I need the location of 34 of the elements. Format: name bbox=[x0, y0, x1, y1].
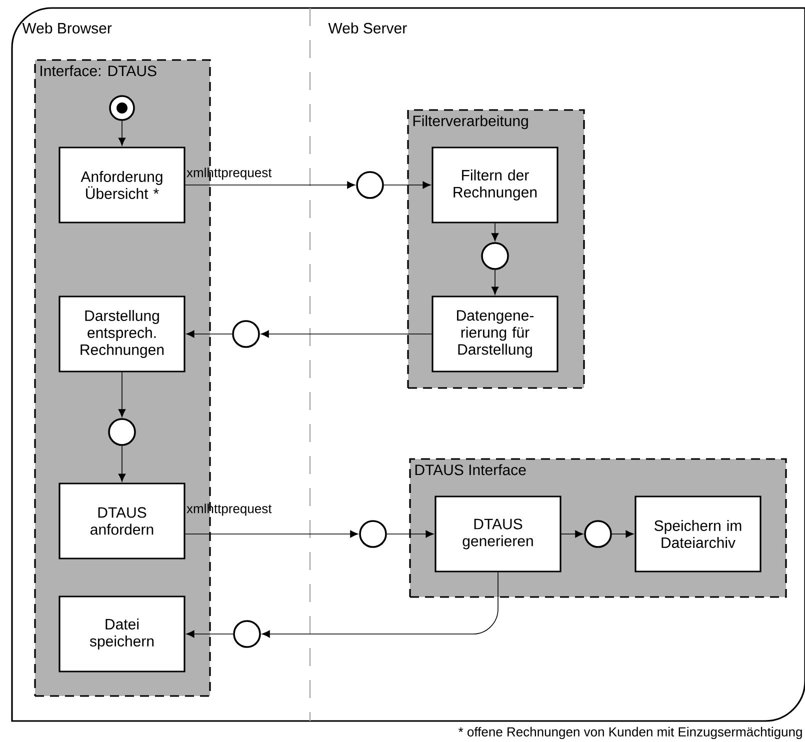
arrow bbox=[260, 330, 432, 338]
arrow bbox=[184, 181, 356, 189]
process-box: Speichern im Dateiarchiv bbox=[634, 496, 762, 572]
arrow bbox=[118, 120, 126, 146]
arrow bbox=[386, 530, 434, 538]
edge-label: xmlhttprequest bbox=[186, 168, 272, 180]
arrow bbox=[491, 222, 499, 242]
event-circle bbox=[233, 620, 261, 648]
arrow bbox=[612, 530, 634, 538]
process-box: DTAUS generieren bbox=[434, 496, 562, 572]
arrow bbox=[560, 530, 584, 538]
event-circle bbox=[356, 171, 384, 199]
event-circle bbox=[232, 320, 260, 348]
event-circle bbox=[481, 242, 509, 270]
lane-heading: Web Browser bbox=[22, 22, 112, 34]
process-box: Darstellung entsprech. Rechnungen bbox=[58, 296, 186, 372]
arrow bbox=[384, 181, 431, 189]
event-circle bbox=[359, 520, 387, 548]
process-box: DTAUS anfordern bbox=[58, 482, 186, 560]
arrow bbox=[118, 372, 126, 418]
process-box: Datei speichern bbox=[58, 596, 186, 672]
process-box: Datengene- rierung für Darstellung bbox=[432, 296, 558, 372]
arrow bbox=[262, 572, 498, 638]
arrow bbox=[491, 270, 499, 295]
event-circle bbox=[584, 520, 612, 548]
arrow bbox=[186, 630, 234, 638]
arrow bbox=[184, 530, 358, 538]
arrow bbox=[118, 446, 126, 482]
process-box: Anforderung Übersicht * bbox=[58, 146, 186, 224]
edge-label: xmlhttprequest bbox=[186, 504, 272, 516]
arrow bbox=[186, 330, 232, 338]
lane-heading: Web Server bbox=[328, 22, 407, 34]
process-box: Filtern der Rechnungen bbox=[432, 146, 558, 224]
footnote: * offene Rechnungen von Kunden mit Einzugsermächtigung bbox=[458, 726, 802, 740]
